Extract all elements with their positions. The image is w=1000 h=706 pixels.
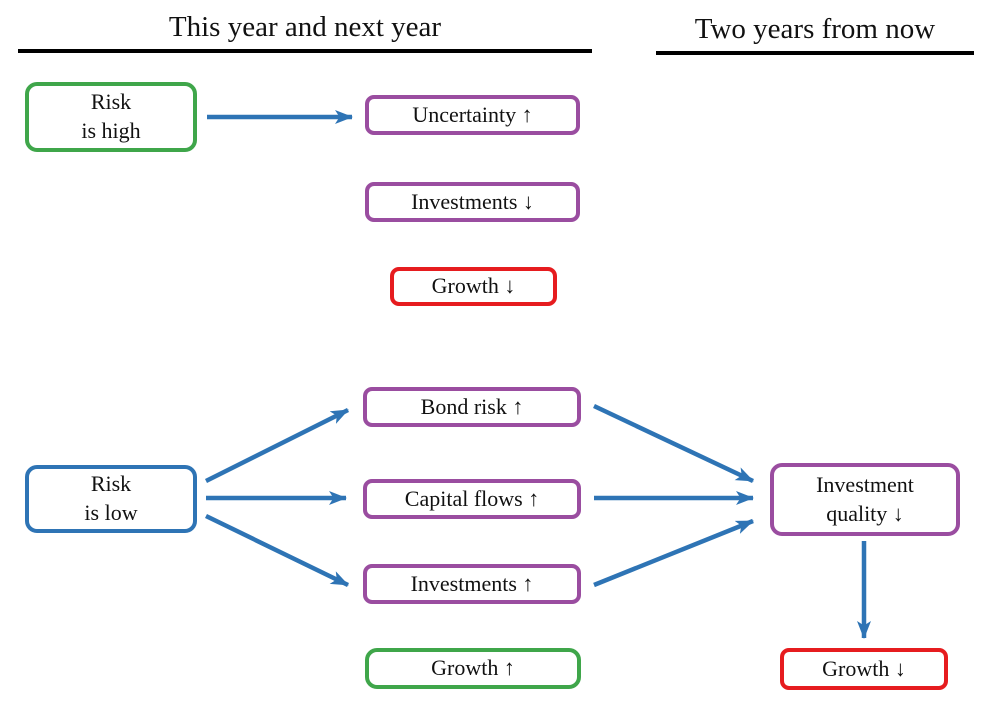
arrow-investments-to-investmentquality xyxy=(593,518,754,588)
column-header-near-term: This year and next year xyxy=(18,10,592,53)
arrow-risklow-to-investments xyxy=(205,513,349,588)
node-investments-down: Investments ↓ xyxy=(365,182,580,222)
node-growth-down-near: Growth ↓ xyxy=(390,267,557,306)
node-growth-up: Growth ↑ xyxy=(365,648,581,689)
node-risk-is-low: Risk is low xyxy=(25,465,197,533)
node-growth-down-future: Growth ↓ xyxy=(780,648,948,690)
arrow-bondrisk-to-investmentquality xyxy=(593,403,754,484)
column-header-two-years: Two years from now xyxy=(656,12,974,55)
node-uncertainty-up: Uncertainty ↑ xyxy=(365,95,580,135)
arrow-risklow-to-bondrisk xyxy=(204,407,350,484)
node-capital-flows-up: Capital flows ↑ xyxy=(363,479,581,519)
node-investment-quality-down: Investment quality ↓ xyxy=(770,463,960,536)
node-risk-is-high: Risk is high xyxy=(25,82,197,152)
node-investments-up: Investments ↑ xyxy=(363,564,581,604)
node-bond-risk-up: Bond risk ↑ xyxy=(363,387,581,427)
